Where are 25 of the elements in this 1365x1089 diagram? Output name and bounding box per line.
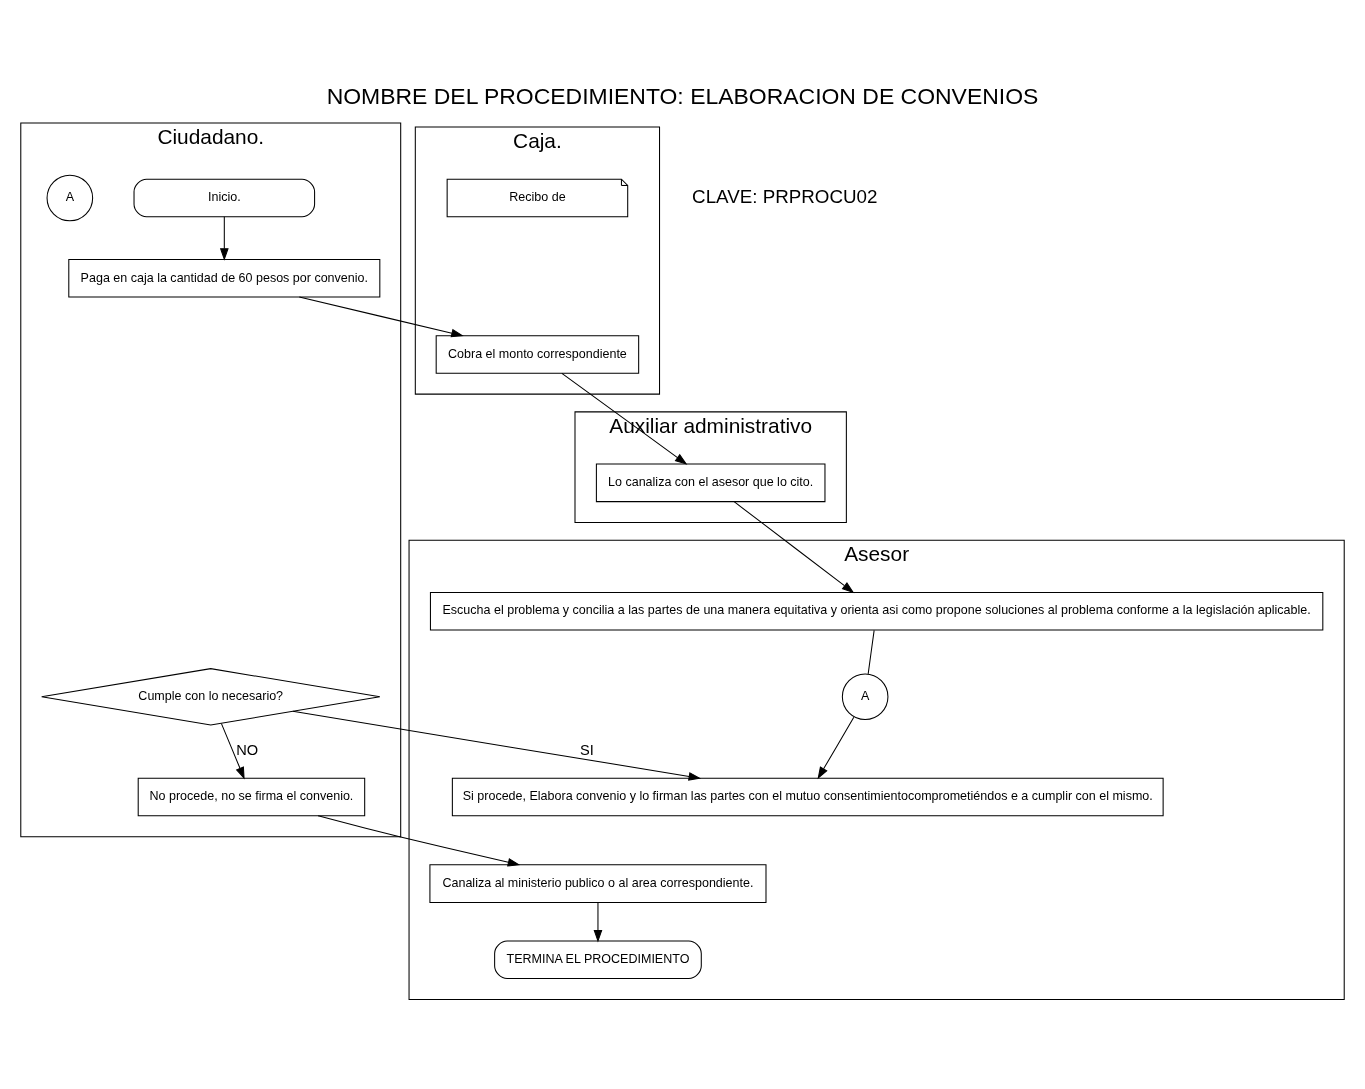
node-box: Canaliza al ministerio publico o al area correspondiente. bbox=[429, 864, 767, 903]
diagram-title: NOMBRE DEL PROCEDIMIENTO: ELABORACION DE CONVENIOS bbox=[326, 82, 1039, 109]
arrow bbox=[298, 296, 464, 338]
arrow bbox=[593, 902, 603, 943]
arrow bbox=[219, 216, 229, 261]
label: CLAVE: PRPROCU02 bbox=[692, 185, 878, 207]
node-circle: A bbox=[841, 673, 889, 721]
arrow bbox=[733, 501, 855, 594]
node-box: Inicio. bbox=[133, 178, 316, 218]
node-box: No procede, no se firma el convenio. bbox=[137, 777, 366, 817]
connector bbox=[867, 629, 875, 675]
node-box: Si procede, Elabora convenio y lo firman las partes con el mutuo consentimientocomprometiéndos e a cumplir con el mismo. bbox=[451, 777, 1164, 817]
node-box: Lo canaliza con el asesor que lo cito. bbox=[595, 463, 826, 503]
edge-label: NO bbox=[236, 742, 259, 759]
arrow bbox=[292, 710, 702, 781]
node-diamond: Cumple con lo necesario? bbox=[41, 668, 381, 726]
node-circle: A bbox=[46, 174, 94, 222]
node-box: Escucha el problema y concilia a las partes de una manera equitativa y orienta asi como propone soluciones al problema conforme a la legislación aplicable. bbox=[429, 591, 1324, 631]
node-box: Cobra el monto correspondiente bbox=[435, 335, 640, 374]
node-box: TERMINA EL PROCEDIMIENTO bbox=[494, 940, 702, 980]
arrow bbox=[220, 723, 245, 780]
node-box: Paga en caja la cantidad de 60 pesos por convenio. bbox=[68, 258, 381, 298]
edge-label: SI bbox=[580, 742, 594, 759]
arrow bbox=[817, 716, 855, 780]
arrow bbox=[561, 372, 688, 465]
